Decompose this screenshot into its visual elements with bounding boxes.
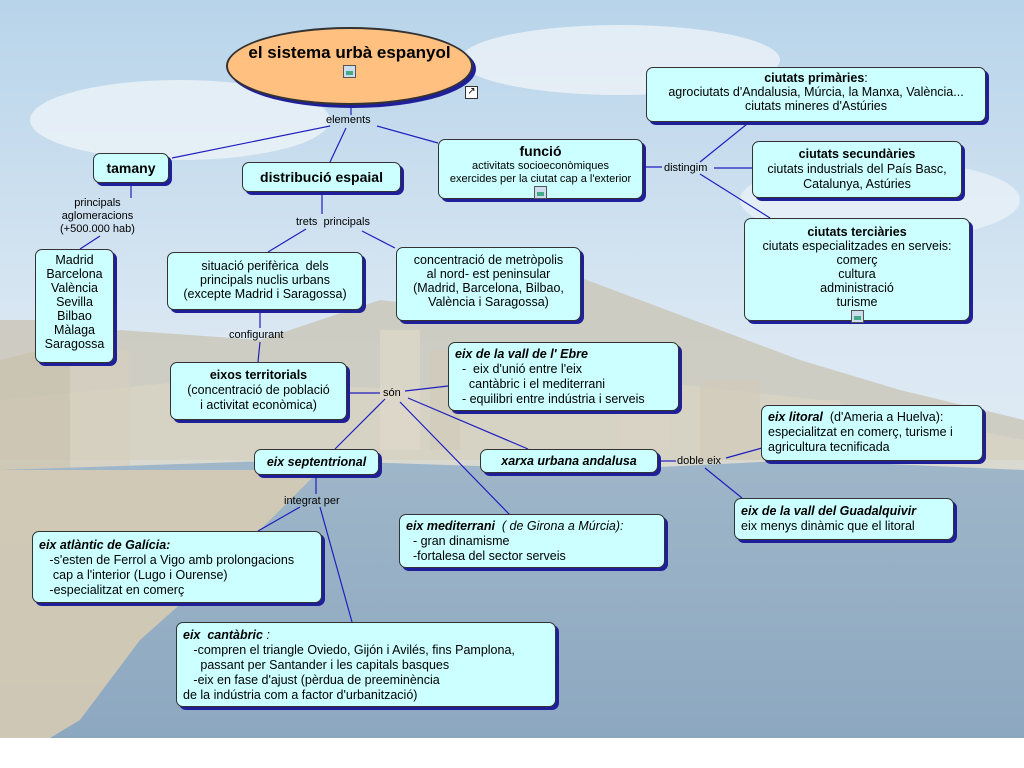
node-cantabric-text: de la indústria com a factor d'urbanitza… — [183, 688, 418, 702]
node-terciaries[interactable]: ciutats terciàries ciutats especialitzad… — [744, 218, 970, 324]
node-periferica-text: situació perifèrica dels — [201, 259, 329, 273]
node-concentracio-text: València i Saragossa) — [428, 295, 549, 309]
node-ebre-text: - eix d'unió entre l'eix — [455, 362, 583, 376]
node-periferica[interactable]: situació perifèrica dels principals nucl… — [167, 252, 363, 310]
label-integrat: integrat per — [284, 495, 340, 507]
node-concentracio-text: (Madrid, Barcelona, Bilbao, — [413, 281, 564, 295]
node-tamany-label: tamany — [106, 160, 156, 176]
node-eixos[interactable]: eixos territorials (concentració de pobl… — [170, 362, 347, 420]
node-ebre-title: eix de la vall de l' Ebre — [455, 347, 588, 361]
city-item: Sevilla — [56, 295, 93, 309]
node-guadalquivir[interactable]: eix de la vall del Guadalquivir eix meny… — [734, 498, 954, 540]
node-terciaries-text: cultura — [838, 267, 876, 281]
node-terciaries-text: comerç — [836, 253, 878, 267]
node-funcio-text: exercides per la ciutat cap a l'exterior — [449, 173, 632, 185]
node-litoral-text: agricultura tecnificada — [768, 440, 890, 454]
node-ebre[interactable]: eix de la vall de l' Ebre - eix d'unió e… — [448, 342, 679, 411]
node-terciaries-text: ciutats especialitzades en serveis: — [762, 239, 952, 253]
node-periferica-text: (excepte Madrid i Saragossa) — [183, 287, 347, 301]
city-item: Madrid — [55, 253, 94, 267]
node-tamany[interactable]: tamany — [93, 153, 169, 183]
node-cantabric-text: -eix en fase d'ajust (pèrdua de preeminè… — [183, 673, 440, 687]
node-guadalquivir-title: eix de la vall del Guadalquivir — [741, 504, 917, 518]
node-atlantic-text: -s'esten de Ferrol a Vigo amb prolongaci… — [39, 553, 295, 567]
node-eixos-title: eixos territorials — [209, 368, 308, 382]
node-atlantic-title: eix atlàntic de Galícia: — [39, 538, 171, 552]
image-icon[interactable] — [534, 186, 547, 199]
node-terciaries-text: administració — [820, 281, 894, 295]
node-primaries-title: ciutats primàries — [764, 71, 865, 85]
city-item: Barcelona — [46, 267, 103, 281]
node-ebre-text: - equilibri entre indústria i serveis — [455, 392, 645, 406]
node-litoral-text: especialitzat en comerç, turisme i — [768, 425, 953, 439]
city-item: València — [50, 281, 99, 295]
node-guadalquivir-text: eix menys dinàmic que el litoral — [741, 519, 915, 533]
node-terciaries-title: ciutats terciàries — [807, 225, 907, 239]
node-secundaries-text: ciutats industrials del País Basc, — [767, 162, 947, 176]
node-concentracio[interactable]: concentració de metròpolis al nord- est … — [396, 247, 581, 321]
node-cantabric-text: -compren el triangle Oviedo, Gijón i Avi… — [183, 643, 515, 657]
node-septentrional[interactable]: eix septentrional — [254, 449, 379, 475]
node-secundaries-text: Catalunya, Astúries — [803, 177, 911, 191]
node-mediterrani-title-rest: ( de Girona a Múrcia): — [494, 519, 624, 533]
node-litoral-title-rest: (d'Ameria a Huelva): — [822, 410, 944, 424]
node-concentracio-text: concentració de metròpolis — [413, 253, 564, 267]
node-secundaries-title: ciutats secundàries — [798, 147, 916, 161]
label-son: són — [383, 387, 401, 399]
node-mediterrani[interactable]: eix mediterrani ( de Girona a Múrcia): -… — [399, 514, 665, 568]
node-concentracio-text: al nord- est peninsular — [426, 267, 551, 281]
label-trets: trets principals — [296, 216, 370, 228]
node-cantabric-title-rest: : — [262, 628, 270, 642]
node-litoral-title: eix litoral — [768, 410, 823, 424]
city-item: Bilbao — [57, 309, 92, 323]
node-cantabric-title: eix cantàbric — [183, 628, 263, 642]
node-funcio[interactable]: funció activitats socioeconòmiques exerc… — [438, 139, 643, 199]
node-mediterrani-text: -fortalesa del sector serveis — [406, 549, 566, 563]
node-mediterrani-title: eix mediterrani — [406, 519, 495, 533]
node-litoral[interactable]: eix litoral (d'Ameria a Huelva): especia… — [761, 405, 983, 461]
node-eixos-text: (concentració de població — [187, 383, 330, 397]
node-cantabric[interactable]: eix cantàbric : -compren el triangle Ovi… — [176, 622, 556, 707]
main-title: el sistema urbà espanyol — [248, 43, 451, 62]
node-ebre-text: cantàbric i el mediterrani — [455, 377, 606, 391]
label-doble-eix: doble eix — [677, 455, 722, 467]
node-cities[interactable]: Madrid Barcelona València Sevilla Bilbao… — [35, 249, 114, 363]
external-link-icon[interactable]: ↗ — [465, 86, 478, 99]
label-principals: principals aglomeracions (+500.000 hab) — [60, 197, 135, 235]
node-periferica-text: principals nuclis urbans — [200, 273, 330, 287]
node-distribucio[interactable]: distribució espaial — [242, 162, 401, 192]
node-atlantic-text: -especialitzat en comerç — [39, 583, 185, 597]
node-secundaries[interactable]: ciutats secundàries ciutats industrials … — [752, 141, 962, 198]
node-primaries-text: ciutats mineres d'Astúries — [744, 99, 888, 113]
node-andalusa-label: xarxa urbana andalusa — [501, 454, 637, 468]
city-item: Màlaga — [54, 323, 95, 337]
node-primaries-text: agrociutats d'Andalusia, Múrcia, la Manx… — [668, 85, 964, 99]
node-andalusa[interactable]: xarxa urbana andalusa — [480, 449, 658, 473]
node-funcio-title: funció — [519, 143, 562, 159]
node-primaries[interactable]: ciutats primàries: agrociutats d'Andalus… — [646, 67, 986, 122]
node-septentrional-label: eix septentrional — [266, 455, 367, 469]
label-configurant: configurant — [229, 329, 284, 341]
node-atlantic-text: cap a l'interior (Lugo i Ourense) — [39, 568, 228, 582]
node-atlantic[interactable]: eix atlàntic de Galícia: -s'esten de Fer… — [32, 531, 322, 603]
image-icon[interactable] — [850, 310, 864, 324]
label-distingim: distingim — [664, 162, 708, 174]
city-item: Saragossa — [44, 337, 105, 351]
node-distribucio-label: distribució espaial — [260, 169, 383, 185]
main-title-node[interactable]: el sistema urbà espanyol — [226, 27, 473, 105]
node-cantabric-text: passant per Santander i les capitals bas… — [183, 658, 450, 672]
node-eixos-text: i activitat econòmica) — [200, 398, 317, 412]
node-mediterrani-text: - gran dinamisme — [406, 534, 510, 548]
image-icon[interactable] — [343, 65, 356, 79]
label-elements: elements — [326, 114, 371, 126]
node-terciaries-text: turisme — [836, 295, 878, 309]
node-funcio-text: activitats socioeconòmiques — [472, 160, 609, 172]
